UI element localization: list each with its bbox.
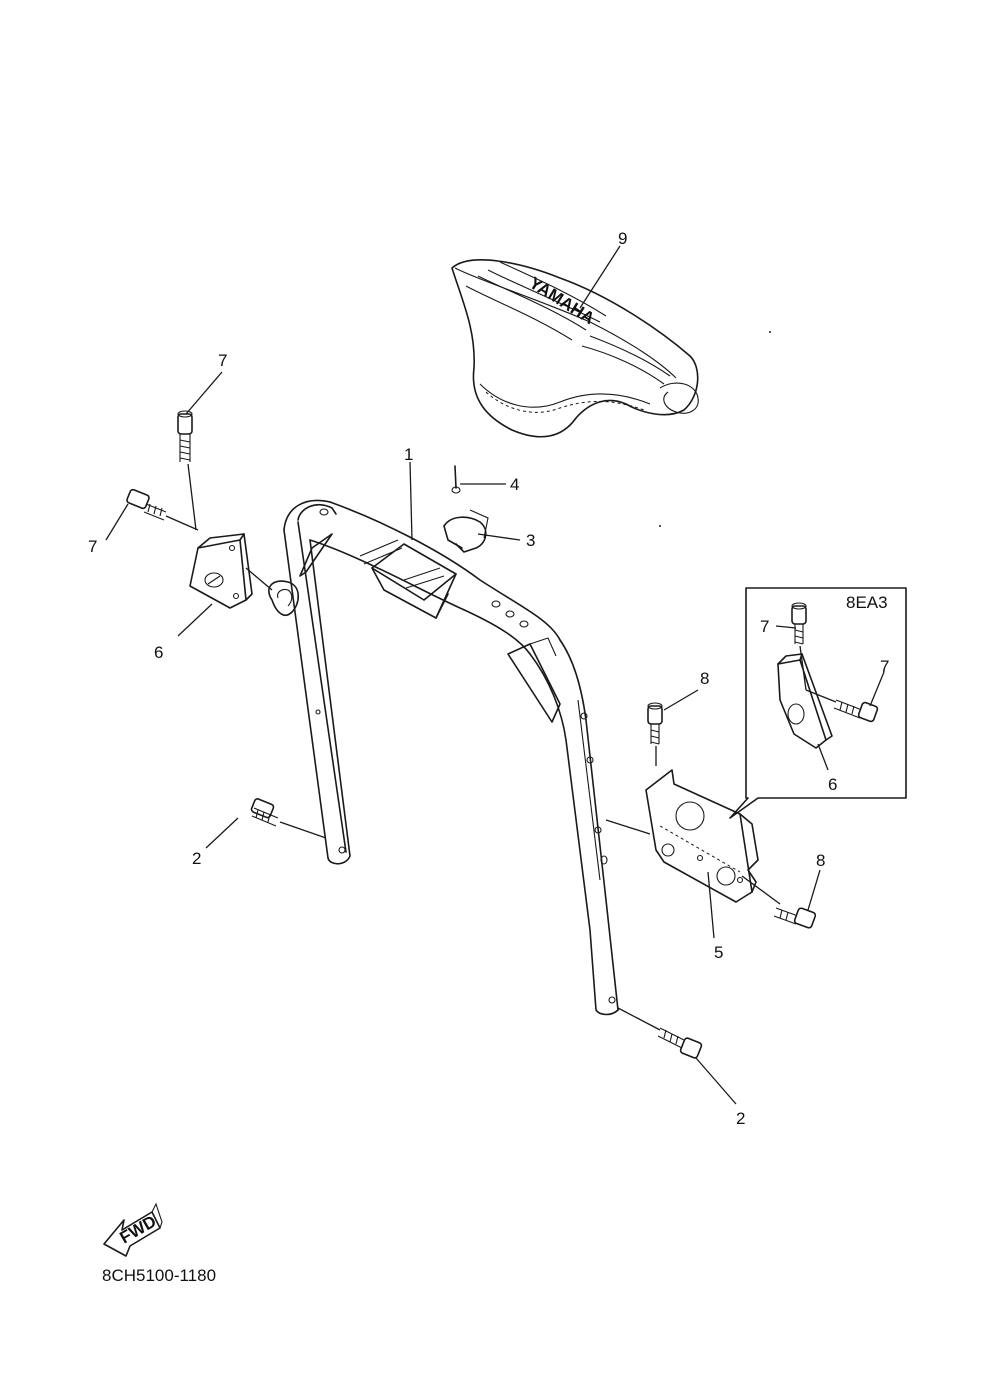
callout-6-inset: 6 [828, 775, 837, 794]
callout-6-left: 6 [154, 643, 163, 662]
drawing-code: 8CH5100-1180 [102, 1266, 216, 1285]
callout-7-top: 7 [218, 351, 227, 370]
bolt-left-lower [250, 798, 279, 827]
callout-3: 3 [526, 531, 535, 550]
inset-8ea3: 8EA3 [729, 587, 907, 819]
handlepole-frame [283, 499, 619, 1016]
callout-4: 4 [510, 475, 519, 494]
callout-7-inset-left: 7 [760, 617, 769, 636]
bolt-8-upper [647, 702, 663, 745]
inset-label: 8EA3 [846, 593, 888, 612]
callout-2-left: 2 [192, 849, 201, 868]
callout-8-upper: 8 [700, 669, 709, 688]
callout-7-inset-right: 7 [880, 657, 889, 676]
leader-lines [105, 245, 885, 1105]
callout-2-right: 2 [736, 1109, 745, 1128]
callout-numbers: 1 2 2 3 4 5 6 6 7 7 7 7 8 8 9 [88, 229, 889, 1128]
alignment-lines [165, 463, 837, 1031]
fwd-arrow-icon: FWD [103, 1202, 163, 1257]
bolt-right-lower [657, 1027, 703, 1059]
seat-pad: YAMAHA [451, 259, 699, 438]
bolt-vertical-left [177, 410, 193, 462]
callout-9: 9 [618, 229, 627, 248]
callout-7-side: 7 [88, 537, 97, 556]
callout-1: 1 [404, 445, 413, 464]
bolt-8-lower [773, 907, 817, 929]
callout-5: 5 [714, 943, 723, 962]
bolt-horizontal-left [126, 488, 167, 521]
right-bracket [645, 769, 759, 903]
left-bracket [189, 533, 253, 609]
callout-8-lower: 8 [816, 851, 825, 870]
d-ring [268, 580, 300, 616]
cable-clip [443, 465, 489, 553]
